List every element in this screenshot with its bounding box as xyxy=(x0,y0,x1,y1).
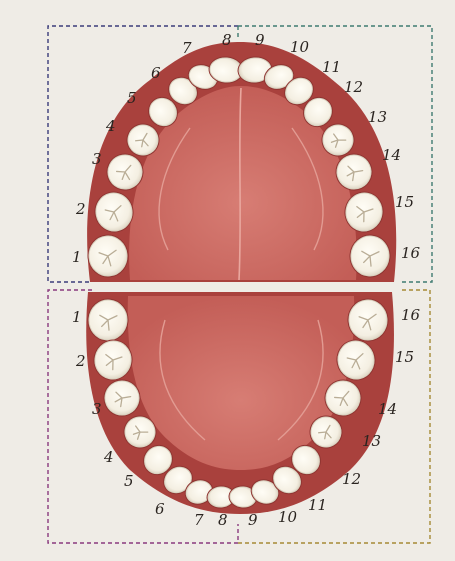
lower-tooth-label-10: 10 xyxy=(278,508,298,526)
upper-tooth-label-7: 7 xyxy=(182,39,192,57)
lower-tooth-label-3: 3 xyxy=(92,400,102,418)
lower-tooth-label-14: 14 xyxy=(378,400,397,418)
upper-tooth-label-8: 8 xyxy=(222,31,232,49)
upper-tooth-label-6: 6 xyxy=(151,64,161,82)
upper-tooth-label-14: 14 xyxy=(382,146,401,164)
lower-tooth-label-5: 5 xyxy=(124,472,134,490)
lower-tooth-label-4: 4 xyxy=(103,448,114,466)
upper-tooth-label-15: 15 xyxy=(395,193,414,211)
lower-tooth-label-2: 2 xyxy=(75,352,86,370)
lower-tooth-label-1: 1 xyxy=(72,308,82,326)
lower-tooth-label-13: 13 xyxy=(362,432,381,450)
lower-tooth-label-9: 9 xyxy=(248,511,258,529)
upper-tooth-label-2: 2 xyxy=(75,200,86,218)
upper-tooth-label-1: 1 xyxy=(72,248,82,266)
upper-tooth-label-11: 11 xyxy=(322,58,341,76)
lower-tooth-label-15: 15 xyxy=(395,348,414,366)
lower-tooth-label-7: 7 xyxy=(194,511,204,529)
lower-tooth-label-11: 11 xyxy=(308,496,327,514)
lower-tooth-label-12: 12 xyxy=(342,470,361,488)
lower-tooth-label-6: 6 xyxy=(155,500,165,518)
lower-tooth-label-16: 16 xyxy=(401,306,421,324)
upper-tooth-label-10: 10 xyxy=(290,38,310,56)
upper-tooth-label-3: 3 xyxy=(92,150,102,168)
lower-tooth-label-8: 8 xyxy=(218,511,228,529)
upper-tooth-label-5: 5 xyxy=(127,89,137,107)
upper-tooth-label-13: 13 xyxy=(368,108,387,126)
upper-tooth-label-9: 9 xyxy=(255,31,265,49)
upper-tooth-label-12: 12 xyxy=(344,78,363,96)
upper-tooth-label-4: 4 xyxy=(105,117,116,135)
upper-tooth-label-16: 16 xyxy=(401,244,421,262)
